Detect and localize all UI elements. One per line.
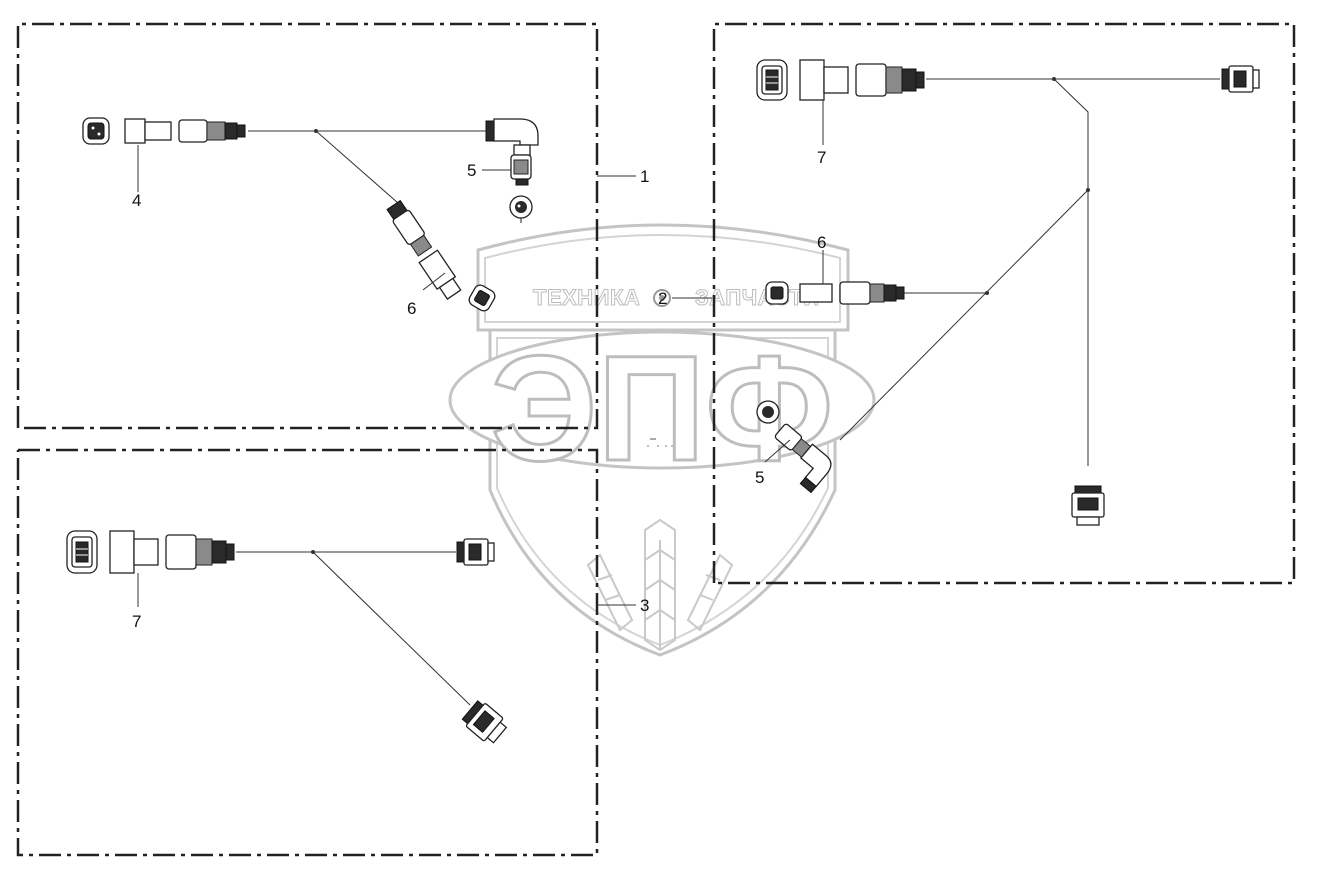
callout-group-3: 3 (640, 596, 649, 615)
tl-sensor-face (509, 195, 533, 223)
tr-multi-plug (756, 59, 788, 101)
frame-bottom-left (16, 448, 599, 857)
bl-multi-plug (66, 530, 98, 574)
tr-harness (839, 77, 1220, 466)
tl-connector-6 (386, 199, 462, 300)
tl-elbow-sensor-5 (485, 118, 539, 186)
tr-connector-7 (799, 59, 925, 101)
bl-connector-7 (109, 530, 235, 574)
tr-end-connector-bottom (1071, 485, 1105, 526)
tl-connector-4 (124, 118, 246, 144)
bl-end-connector-diagonal (461, 700, 508, 744)
tr-sensor-face (756, 400, 780, 424)
tr-elbow-sensor-5 (774, 423, 832, 494)
callout-tl-5: 5 (467, 161, 476, 180)
watermark-logo-text: ЭПФ (491, 324, 834, 492)
callout-tl-4: 4 (132, 191, 141, 210)
tl-harness (248, 129, 488, 204)
callout-bl-7: 7 (132, 612, 141, 631)
watermark-right-text: ЗАПЧАСТИ (695, 285, 820, 310)
bl-end-connector-right (456, 538, 495, 566)
tl-leader-6 (422, 272, 446, 291)
tr-end-connector-top (1221, 65, 1260, 93)
callout-tr-5: 5 (755, 468, 764, 487)
watermark-left-text: ТЕХНИКА (533, 285, 640, 310)
watermark-gear-icon (653, 289, 671, 307)
watermark-dots (647, 438, 673, 447)
callout-tl-6: 6 (407, 299, 416, 318)
callout-tr-6: 6 (817, 233, 826, 252)
tr-plug-face-6 (765, 281, 789, 305)
tr-leader-5 (764, 439, 791, 463)
frame-top-left (16, 22, 599, 430)
tr-connector-6 (799, 281, 905, 305)
watermark-shield (448, 223, 876, 657)
callout-group-1: 1 (640, 167, 649, 186)
tl-plug-face (82, 117, 110, 145)
tl-plug-face-6 (468, 284, 496, 312)
callout-group-2: 2 (658, 289, 667, 308)
callout-tr-7: 7 (817, 148, 826, 167)
bl-harness (236, 550, 471, 706)
frame-right (712, 22, 1296, 585)
